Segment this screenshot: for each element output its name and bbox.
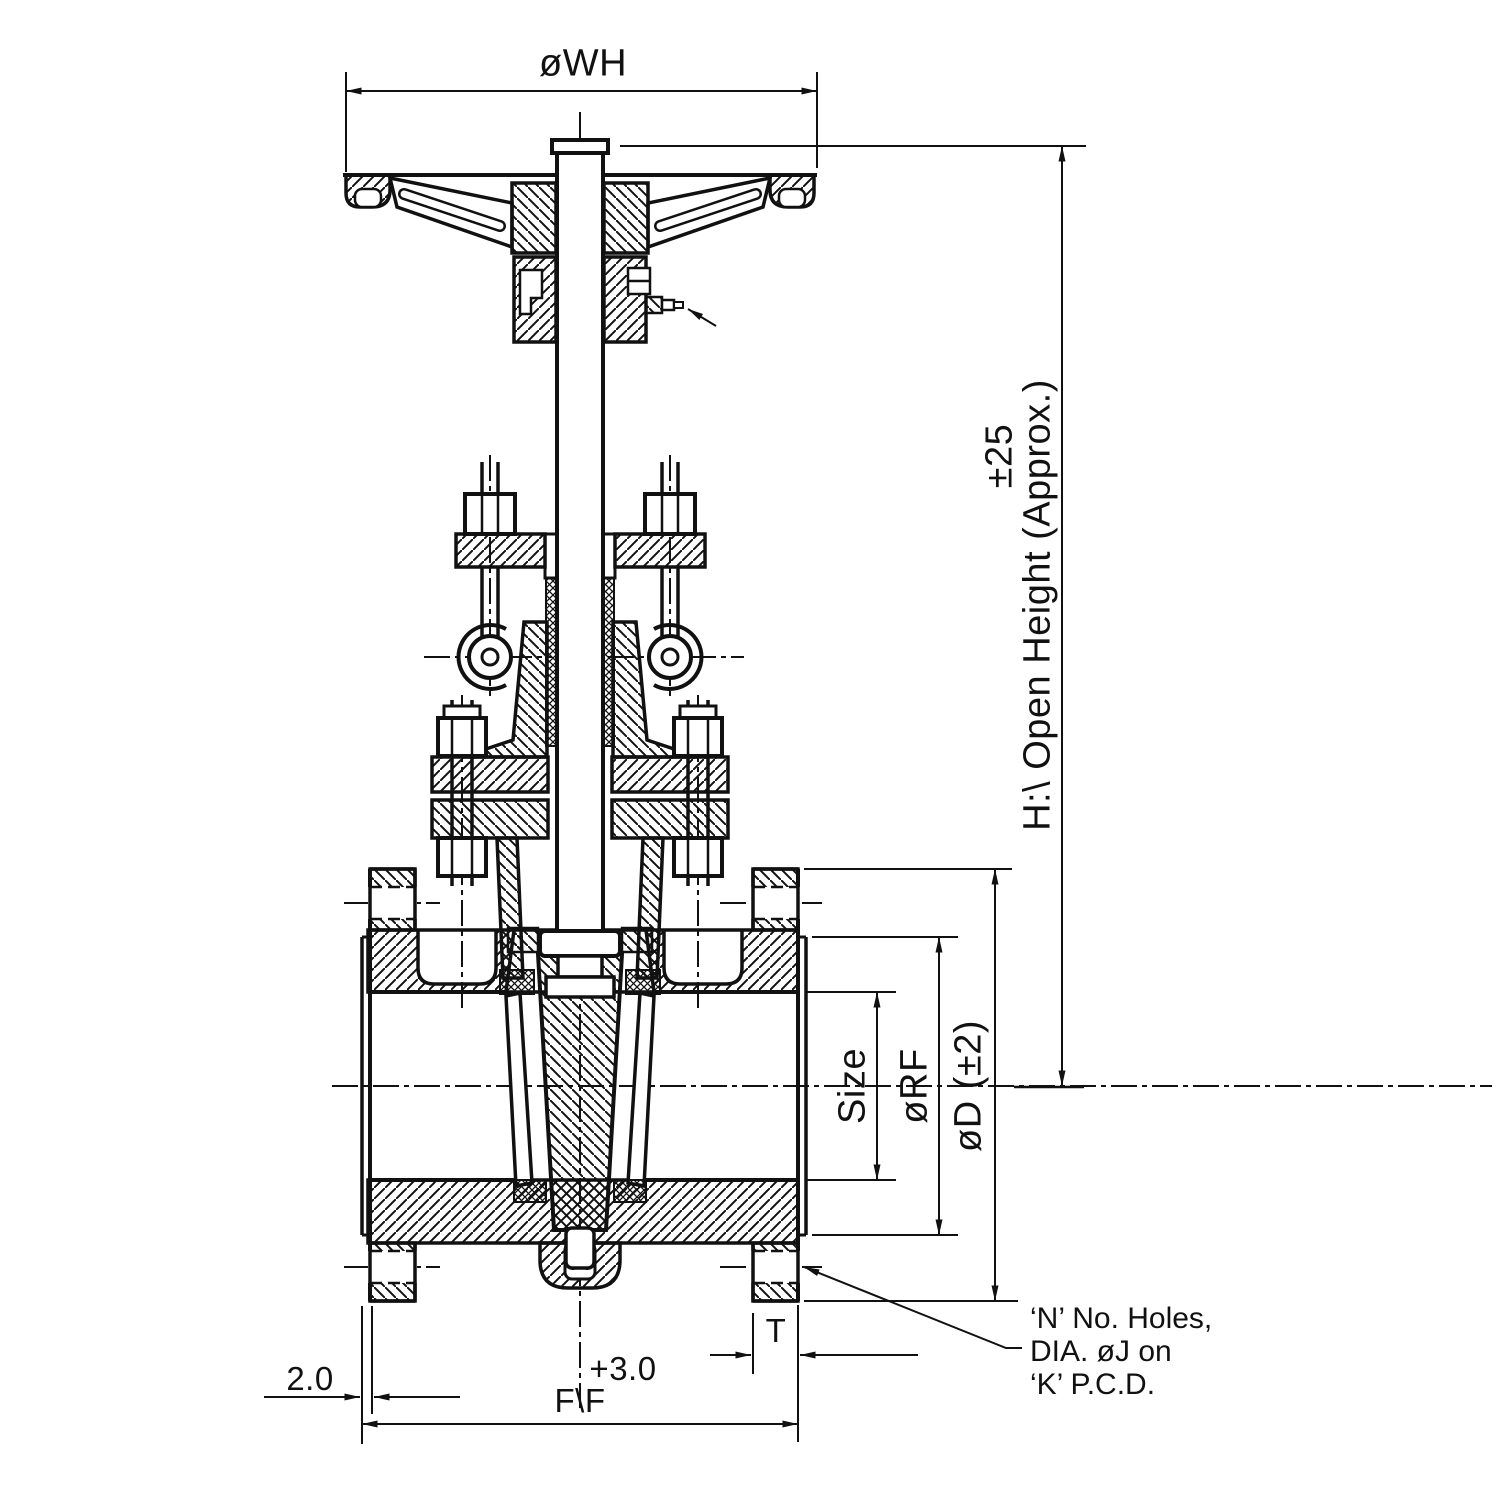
stem [538, 138, 622, 999]
label-face-to-face: F\F [554, 1382, 606, 1419]
note-bolt-holes-line1: ‘N’ No. Holes, [1030, 1302, 1213, 1335]
stuffing-box [461, 620, 549, 759]
dim-bore-size [806, 991, 896, 1181]
label-flange-thickness: T [765, 1312, 787, 1349]
hub [510, 181, 558, 255]
label-raised-face-diameter: øRF [893, 1048, 936, 1124]
dim-open-height [620, 145, 1086, 1089]
note-bolt-holes-line2: DIA. øJ on [1030, 1335, 1172, 1368]
grease-fitting [644, 295, 717, 327]
label-face-to-face-tolerance: +3.0 [589, 1350, 657, 1387]
bonnet [430, 532, 730, 980]
stem-shaft [555, 151, 605, 935]
dim-flange-thickness [710, 1305, 918, 1442]
label-handwheel-diameter: øWH [538, 42, 628, 85]
dim-raised-face-diameter [812, 936, 958, 1236]
dim-handwheel-diameter [345, 72, 818, 172]
leader-bolt-holes [803, 1266, 1022, 1349]
label-raised-face-height: 2.0 [286, 1360, 334, 1397]
note-bolt-holes-line3: ‘K’ P.C.D. [1030, 1368, 1156, 1401]
gland-assembly [454, 462, 707, 691]
dim-flange-diameter [804, 868, 1018, 1302]
valve-body [360, 867, 808, 1303]
dimensions [264, 72, 1086, 1444]
label-flange-diameter: øD (±2) [947, 1019, 990, 1153]
note-bolt-holes: ‘N’ No. Holes, DIA. øJ on ‘K’ P.C.D. [1030, 1302, 1212, 1401]
label-open-height: H:\ Open Height (Approx.) [1016, 379, 1059, 831]
hidden-bolt-holes [370, 885, 798, 1285]
label-open-height-tolerance: ±25 [978, 423, 1021, 489]
label-bore-size: Size [831, 1048, 874, 1124]
